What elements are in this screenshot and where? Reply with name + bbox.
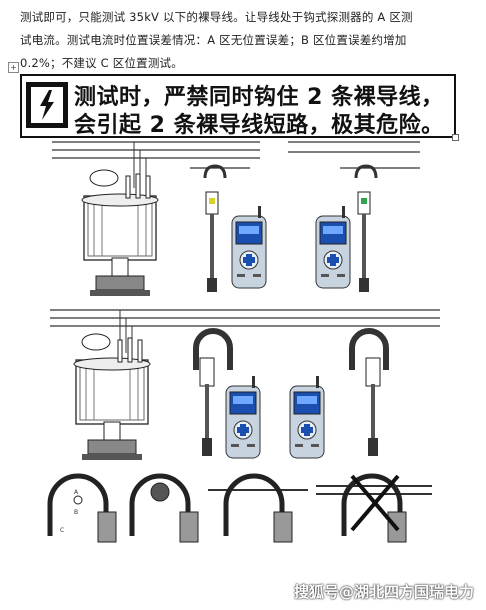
zone-label-c: C	[60, 527, 64, 534]
paragraph-line-2: 试电流。测试电流时位置误差情况：A 区无位置误差；B 区位置误差约增加	[20, 33, 407, 47]
hook-two-lines-forbidden	[316, 473, 432, 543]
hook-zone-diagram: A B C	[47, 473, 117, 543]
tester-device-1	[231, 205, 267, 289]
small-hook-probe-1	[190, 164, 250, 292]
zone-label-a: A	[74, 489, 79, 496]
large-hook-clamp-2	[349, 328, 389, 456]
warning-box[interactable]: 测试时，严禁同时钩住 2 条裸导线， 会引起 2 条裸导线短路，极其危险。	[20, 74, 456, 138]
tester-device-4	[289, 375, 325, 459]
hook-with-conductor	[129, 473, 199, 543]
zone-label-b: B	[74, 509, 78, 516]
paragraph-line-1: 测试即可，只能测试 35kV 以下的裸导线。让导线处于钩式探测器的 A 区测	[20, 10, 413, 24]
warning-line-1: 测试时，严禁同时钩住 2 条裸导线，	[74, 85, 444, 110]
transformer-diagram-2	[50, 309, 440, 461]
move-handle-icon[interactable]: +	[8, 62, 19, 73]
instruction-paragraph: 测试即可，只能测试 35kV 以下的裸导线。让导线处于钩式探测器的 A 区测 试…	[20, 6, 472, 75]
tester-device-2	[315, 205, 351, 289]
watermark: 搜狐号@湖北四方国瑞电力	[293, 583, 474, 601]
tester-device-3	[225, 375, 261, 459]
hook-on-line	[208, 473, 308, 543]
resize-handle[interactable]	[452, 134, 459, 141]
paragraph-line-3: 0.2%；不建议 C 区位置测试。	[20, 56, 183, 70]
warning-line-2: 会引起 2 条裸导线短路，极其危险。	[74, 113, 444, 138]
test-method-figure: A B C	[47, 141, 440, 543]
large-hook-clamp-1	[193, 328, 233, 456]
transformer-diagram-1	[52, 141, 260, 297]
lightning-hazard-icon	[26, 82, 68, 128]
small-hook-probe-2	[288, 141, 420, 292]
